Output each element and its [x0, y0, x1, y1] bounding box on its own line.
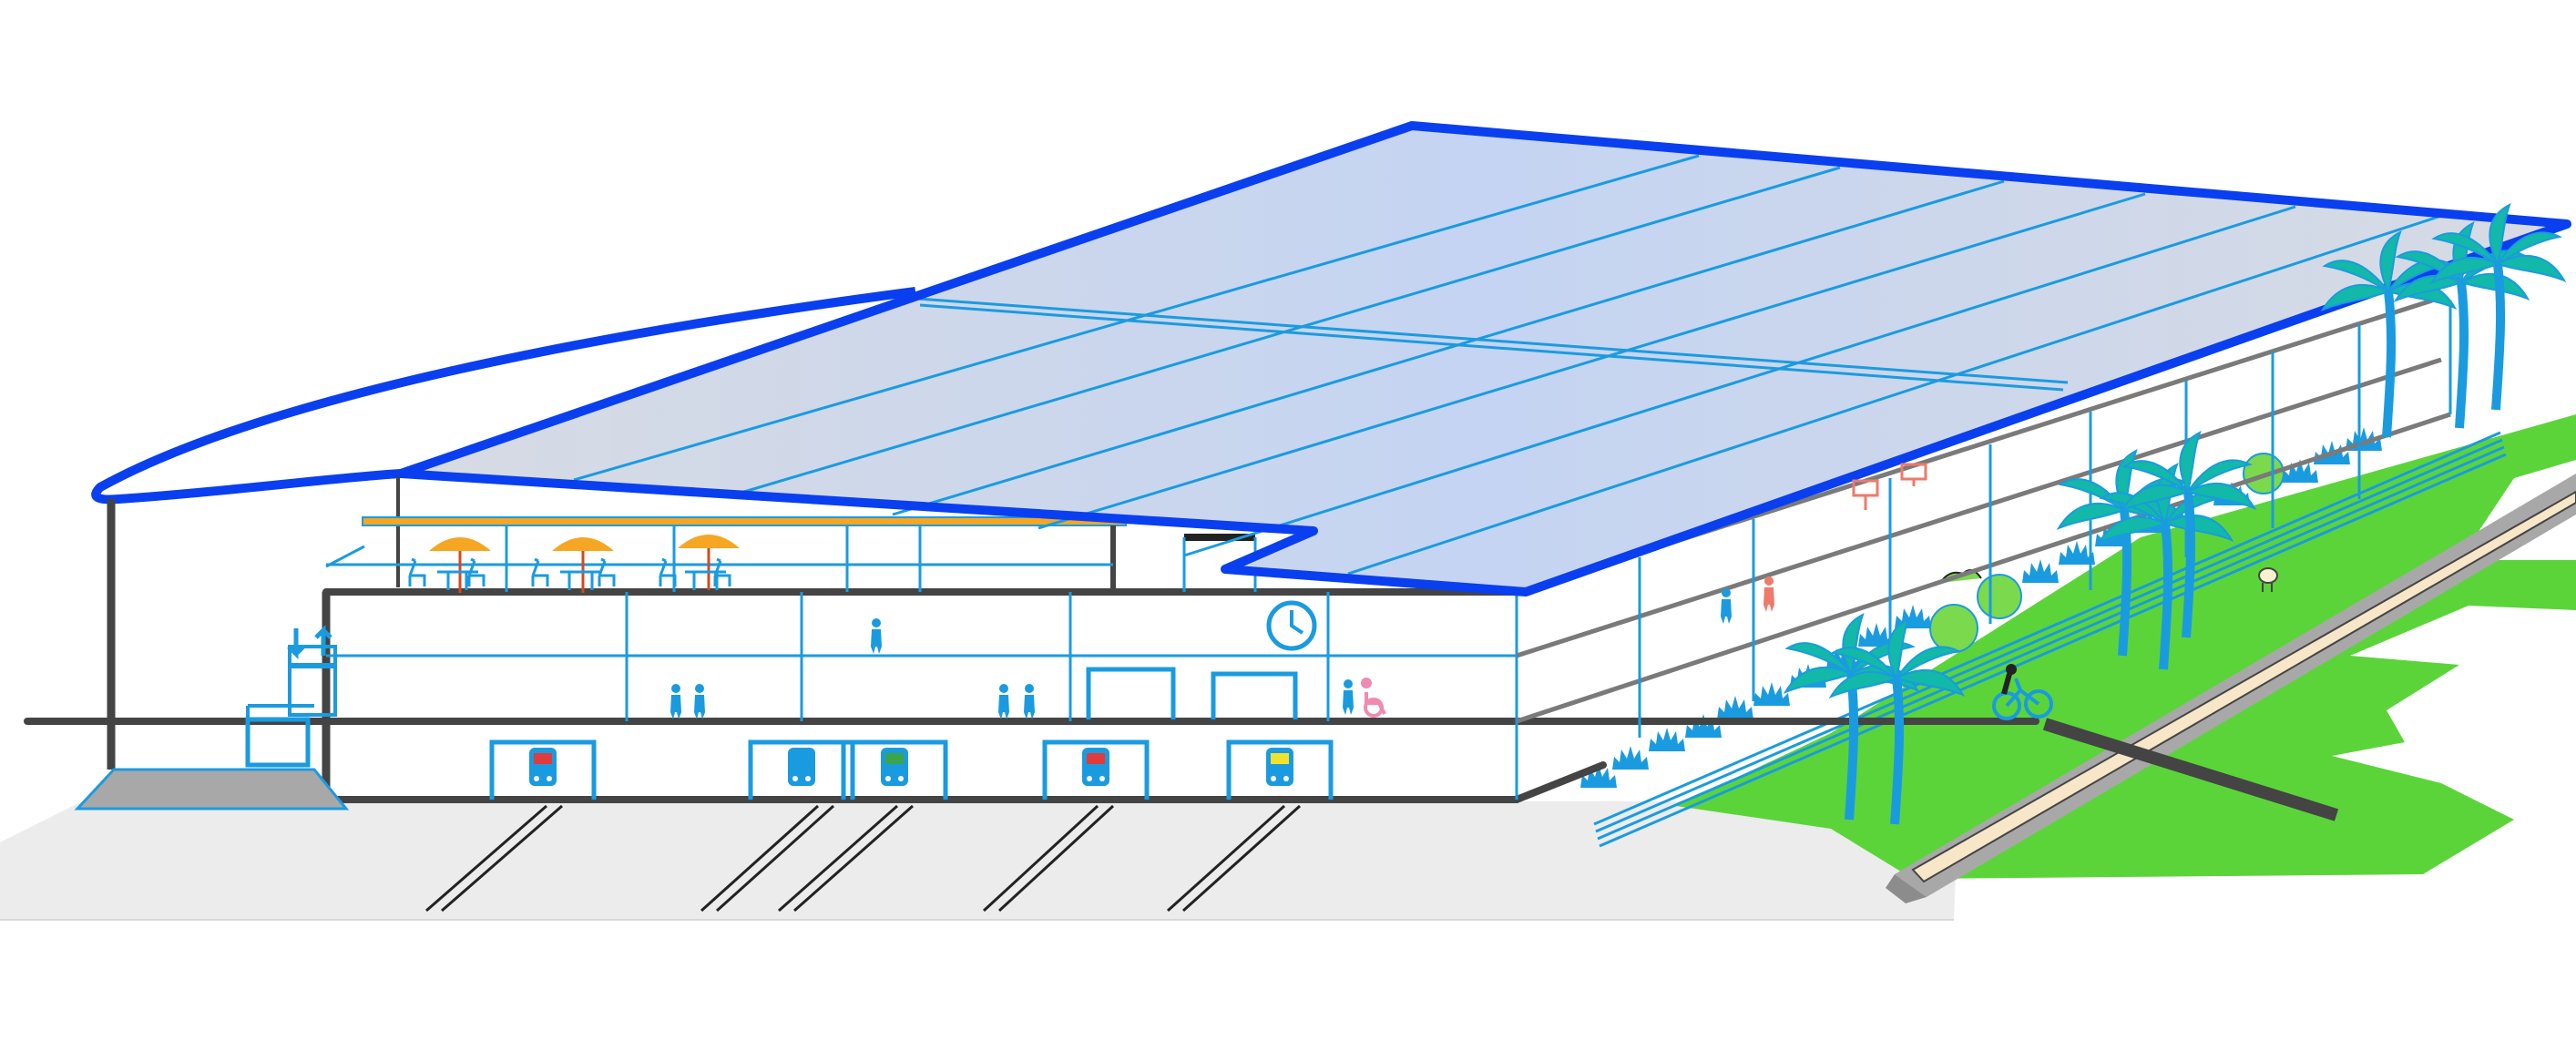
platform-bay: [748, 739, 855, 800]
platform-bay: [1042, 739, 1150, 800]
clock-icon: [1266, 600, 1317, 651]
roof: [396, 121, 2571, 596]
terrace-cafe: [325, 516, 1257, 595]
roof-surface: [401, 126, 2567, 592]
train-icon: [529, 748, 557, 786]
person-icon: [694, 684, 705, 719]
platforms: [489, 739, 1334, 800]
person-icon: [1721, 588, 1732, 624]
ground-plane: [0, 801, 1958, 920]
platform-bay: [841, 739, 948, 800]
person-icon: [1763, 576, 1774, 612]
person-icon: [1024, 684, 1035, 719]
people: [670, 588, 1732, 719]
train-icon: [1266, 748, 1293, 786]
monitor-icon: [1852, 463, 1927, 510]
platform-bay: [1226, 739, 1334, 800]
left-entrance-ramp: [74, 768, 350, 811]
person-icon: [670, 684, 681, 719]
rail-tracks: [425, 804, 1302, 913]
person-icon: [871, 618, 882, 654]
wheelchair-icon: [1361, 678, 1386, 718]
bridge-beam: [2042, 718, 2339, 821]
train-icon: [1082, 748, 1109, 786]
goat-icon: [2258, 567, 2278, 592]
roof-wing-left: [91, 287, 916, 505]
elevator-icon: [245, 624, 337, 768]
platform-bay: [489, 739, 597, 800]
train-icon: [788, 748, 815, 786]
train-icon: [881, 748, 908, 786]
person-icon: [1343, 679, 1354, 715]
cyclist-icon: [1992, 664, 2053, 720]
person-icon: [998, 684, 1009, 719]
slope-walkway: [1593, 431, 2507, 848]
rail-embankment: [1886, 474, 2576, 903]
concourse-gates: [1086, 667, 1298, 719]
